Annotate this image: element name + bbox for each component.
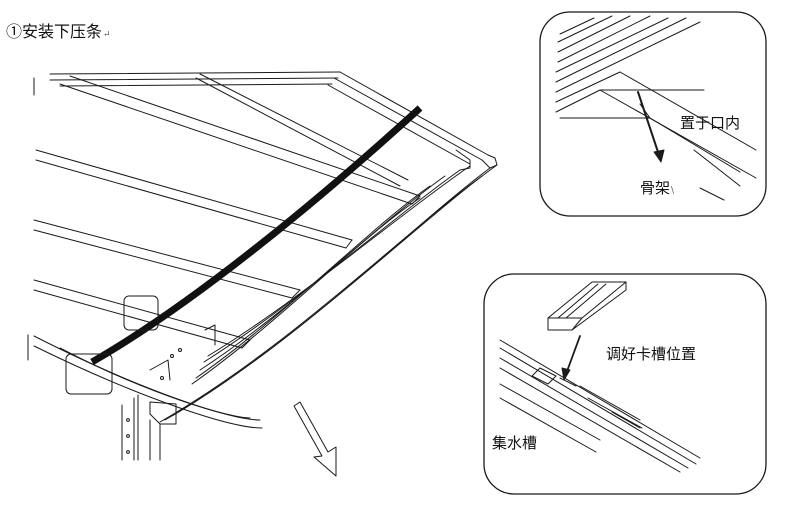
label-gutter: 集水槽 [492,434,538,452]
front-post-left [121,394,139,461]
step-title-text: ①安装下压条 [6,22,103,41]
label-place-in-slot: 置于口内 [680,114,741,132]
label-frame: 骨架\ [640,181,674,196]
gutter-beam [33,149,498,429]
frame-mark-glyph: \ [671,186,675,196]
callout-strip-piece [547,281,627,331]
pressing-strip [90,105,423,366]
callout-frame-slot [539,11,767,217]
detail-highlight-box-lower [65,353,113,395]
callout-top-pointer-head [653,149,665,163]
callout-bottom-pointer-head [561,367,571,381]
callout-top-frame [539,11,767,217]
callout-top-pointer [637,91,661,159]
paragraph-mark-icon: ↵ [103,30,111,40]
canopy-purlins [33,73,421,349]
bracket-details [149,324,216,381]
front-post-right [149,419,161,461]
canopy-assembly [27,71,498,477]
detail-highlight-box-upper [123,295,159,331]
callout-gutter-rails [499,339,701,473]
callout-bottom-pointer [565,335,581,375]
step-title: ①安装下压条↵ [6,24,111,40]
callout-top-rails [555,15,757,201]
label-adjust-groove: 调好卡槽位置 [606,345,697,363]
canopy-left-edge [27,77,35,361]
callout-groove-slot [483,273,767,495]
canopy-back-rail [49,71,341,87]
canopy-right-rail [327,71,498,169]
direction-arrow [293,401,337,477]
callout-bottom-frame [483,273,767,495]
label-frame-text: 骨架 [640,179,671,197]
